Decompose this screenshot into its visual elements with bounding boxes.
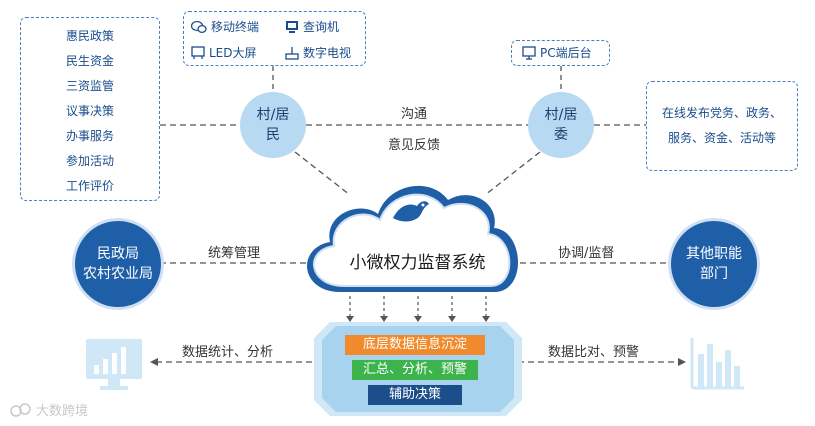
hex-tag-decision: 辅助决策 xyxy=(368,385,462,405)
publish-line: 服务、资金、活动等 xyxy=(667,131,776,145)
device-tv: 数字电视 xyxy=(285,44,351,61)
node-civil-line2: 农村农业局 xyxy=(83,266,153,282)
tv-icon xyxy=(285,46,299,60)
label-coordinate: 统筹管理 xyxy=(208,246,261,261)
watermark-text: 大数跨境 xyxy=(36,404,89,419)
node-other-line2: 部门 xyxy=(700,266,728,282)
label-feedback: 意见反馈 xyxy=(388,138,441,153)
device-kiosk-label: 查询机 xyxy=(303,20,340,34)
feature-item: 参加活动 xyxy=(65,154,114,168)
feature-item: 民生资金 xyxy=(65,54,114,68)
led-screen-icon xyxy=(191,45,205,59)
pc-label: PC端后台 xyxy=(540,46,592,60)
bird-icon xyxy=(393,201,429,222)
feature-item: 工作评价 xyxy=(65,179,114,193)
device-led: LED大屏 xyxy=(191,44,257,61)
watermark-logo-icon xyxy=(10,402,31,417)
publish-line: 在线发布党务、政务、 xyxy=(661,106,782,120)
hex-tag-data-sediment: 底层数据信息沉淀 xyxy=(345,335,485,355)
device-tv-label: 数字电视 xyxy=(303,46,352,60)
node-committee-line1: 村/居 xyxy=(544,107,578,123)
label-communicate: 沟通 xyxy=(401,107,428,122)
right-publish-box: 在线发布党务、政务、 服务、资金、活动等 xyxy=(646,81,798,171)
cloud-shape xyxy=(307,185,519,292)
node-committee-line2: 委 xyxy=(554,127,568,143)
node-other-departments: 其他职能部门 xyxy=(668,218,760,310)
chat-icon xyxy=(191,20,207,33)
device-mobile-label: 移动终端 xyxy=(211,20,260,34)
device-mobile: 移动终端 xyxy=(191,18,259,35)
device-led-label: LED大屏 xyxy=(209,46,257,60)
node-other-line1: 其他职能 xyxy=(686,246,742,262)
node-committee: 村/居委 xyxy=(528,92,594,158)
feature-item: 惠民政策 xyxy=(65,29,114,43)
node-villager-line2: 民 xyxy=(266,127,280,143)
node-villager: 村/居民 xyxy=(240,92,306,158)
feature-item: 议事决策 xyxy=(65,104,114,118)
monitor-chart-icon xyxy=(86,339,142,390)
node-villager-line1: 村/居 xyxy=(256,107,290,123)
device-kiosk: 查询机 xyxy=(285,18,339,35)
node-civil-line1: 民政局 xyxy=(97,246,139,262)
bar-chart-icon xyxy=(690,338,744,390)
label-compare: 数据比对、预警 xyxy=(548,345,640,360)
monitor-icon xyxy=(522,45,536,60)
label-supervise: 协调/监督 xyxy=(558,246,615,261)
cloud-title: 小微权力监督系统 xyxy=(349,253,486,273)
watermark: 大数跨境 xyxy=(10,400,88,419)
pc-box xyxy=(511,40,610,66)
left-feature-box: 惠民政策 民生资金 三资监管 议事决策 办事服务 参加活动 工作评价 xyxy=(20,17,160,201)
hex-tag-summary: 汇总、分析、预警 xyxy=(352,360,478,380)
device-box xyxy=(183,11,366,66)
device-pc: PC端后台 xyxy=(522,44,592,61)
feature-item: 办事服务 xyxy=(65,129,114,143)
label-stats: 数据统计、分析 xyxy=(182,345,274,360)
feature-item: 三资监管 xyxy=(65,79,114,93)
node-civil-affairs: 民政局农村农业局 xyxy=(72,218,164,310)
kiosk-icon xyxy=(286,20,298,33)
